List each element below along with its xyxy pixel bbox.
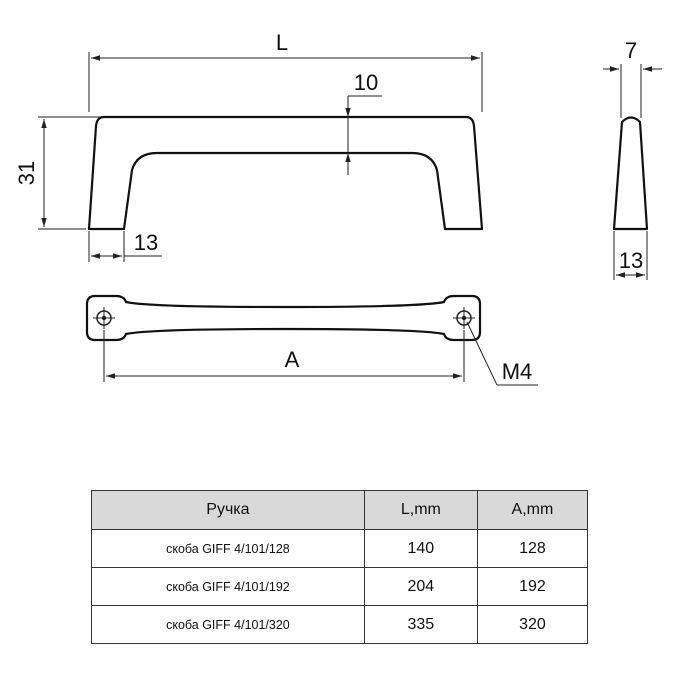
thread-leader: [466, 321, 498, 386]
a-dimension-label: A: [285, 347, 300, 372]
mount-hole-left: [93, 307, 115, 329]
row-a: 320: [476, 605, 589, 644]
column-header-name: Ручка: [91, 490, 365, 530]
row-name: скоба GIFF 4/101/128: [91, 529, 365, 568]
height-dimension-label: 31: [14, 161, 39, 185]
row-l: 335: [363, 605, 478, 644]
technical-drawing: L 31 10 13 7 13: [14, 30, 662, 386]
handle-front-outline: [87, 115, 484, 231]
table-header-row: Ручка L,mm A,mm: [91, 490, 589, 530]
side-bottom-dimension-label: 13: [619, 248, 643, 273]
handle-top-outline: [85, 294, 482, 342]
table-row: скоба GIFF 4/101/320 335 320: [91, 605, 589, 644]
row-l: 140: [363, 529, 478, 568]
row-a: 128: [476, 529, 589, 568]
mount-hole-right: [453, 307, 475, 329]
top-view: A M4: [85, 294, 538, 386]
column-header-a: A,mm: [476, 490, 589, 530]
row-a: 192: [476, 567, 589, 606]
table-row: скоба GIFF 4/101/192 204 192: [91, 567, 589, 606]
column-header-l: L,mm: [363, 490, 478, 530]
side-top-dimension-label: 7: [625, 38, 637, 63]
thickness-dimension-label: 10: [354, 70, 378, 95]
row-l: 204: [363, 567, 478, 606]
row-name: скоба GIFF 4/101/192: [91, 567, 365, 606]
table-row: скоба GIFF 4/101/128 140 128: [91, 529, 589, 568]
front-view: L 31 10 13: [14, 30, 484, 262]
l-dimension-label: L: [276, 30, 288, 55]
side-view: 7 13: [603, 38, 662, 280]
row-name: скоба GIFF 4/101/320: [91, 605, 365, 644]
spec-table: Ручка L,mm A,mm скоба GIFF 4/101/128 140…: [91, 490, 589, 644]
leg-dimension-label: 13: [134, 230, 158, 255]
thread-label: M4: [502, 359, 533, 384]
handle-side-outline: [612, 116, 649, 231]
